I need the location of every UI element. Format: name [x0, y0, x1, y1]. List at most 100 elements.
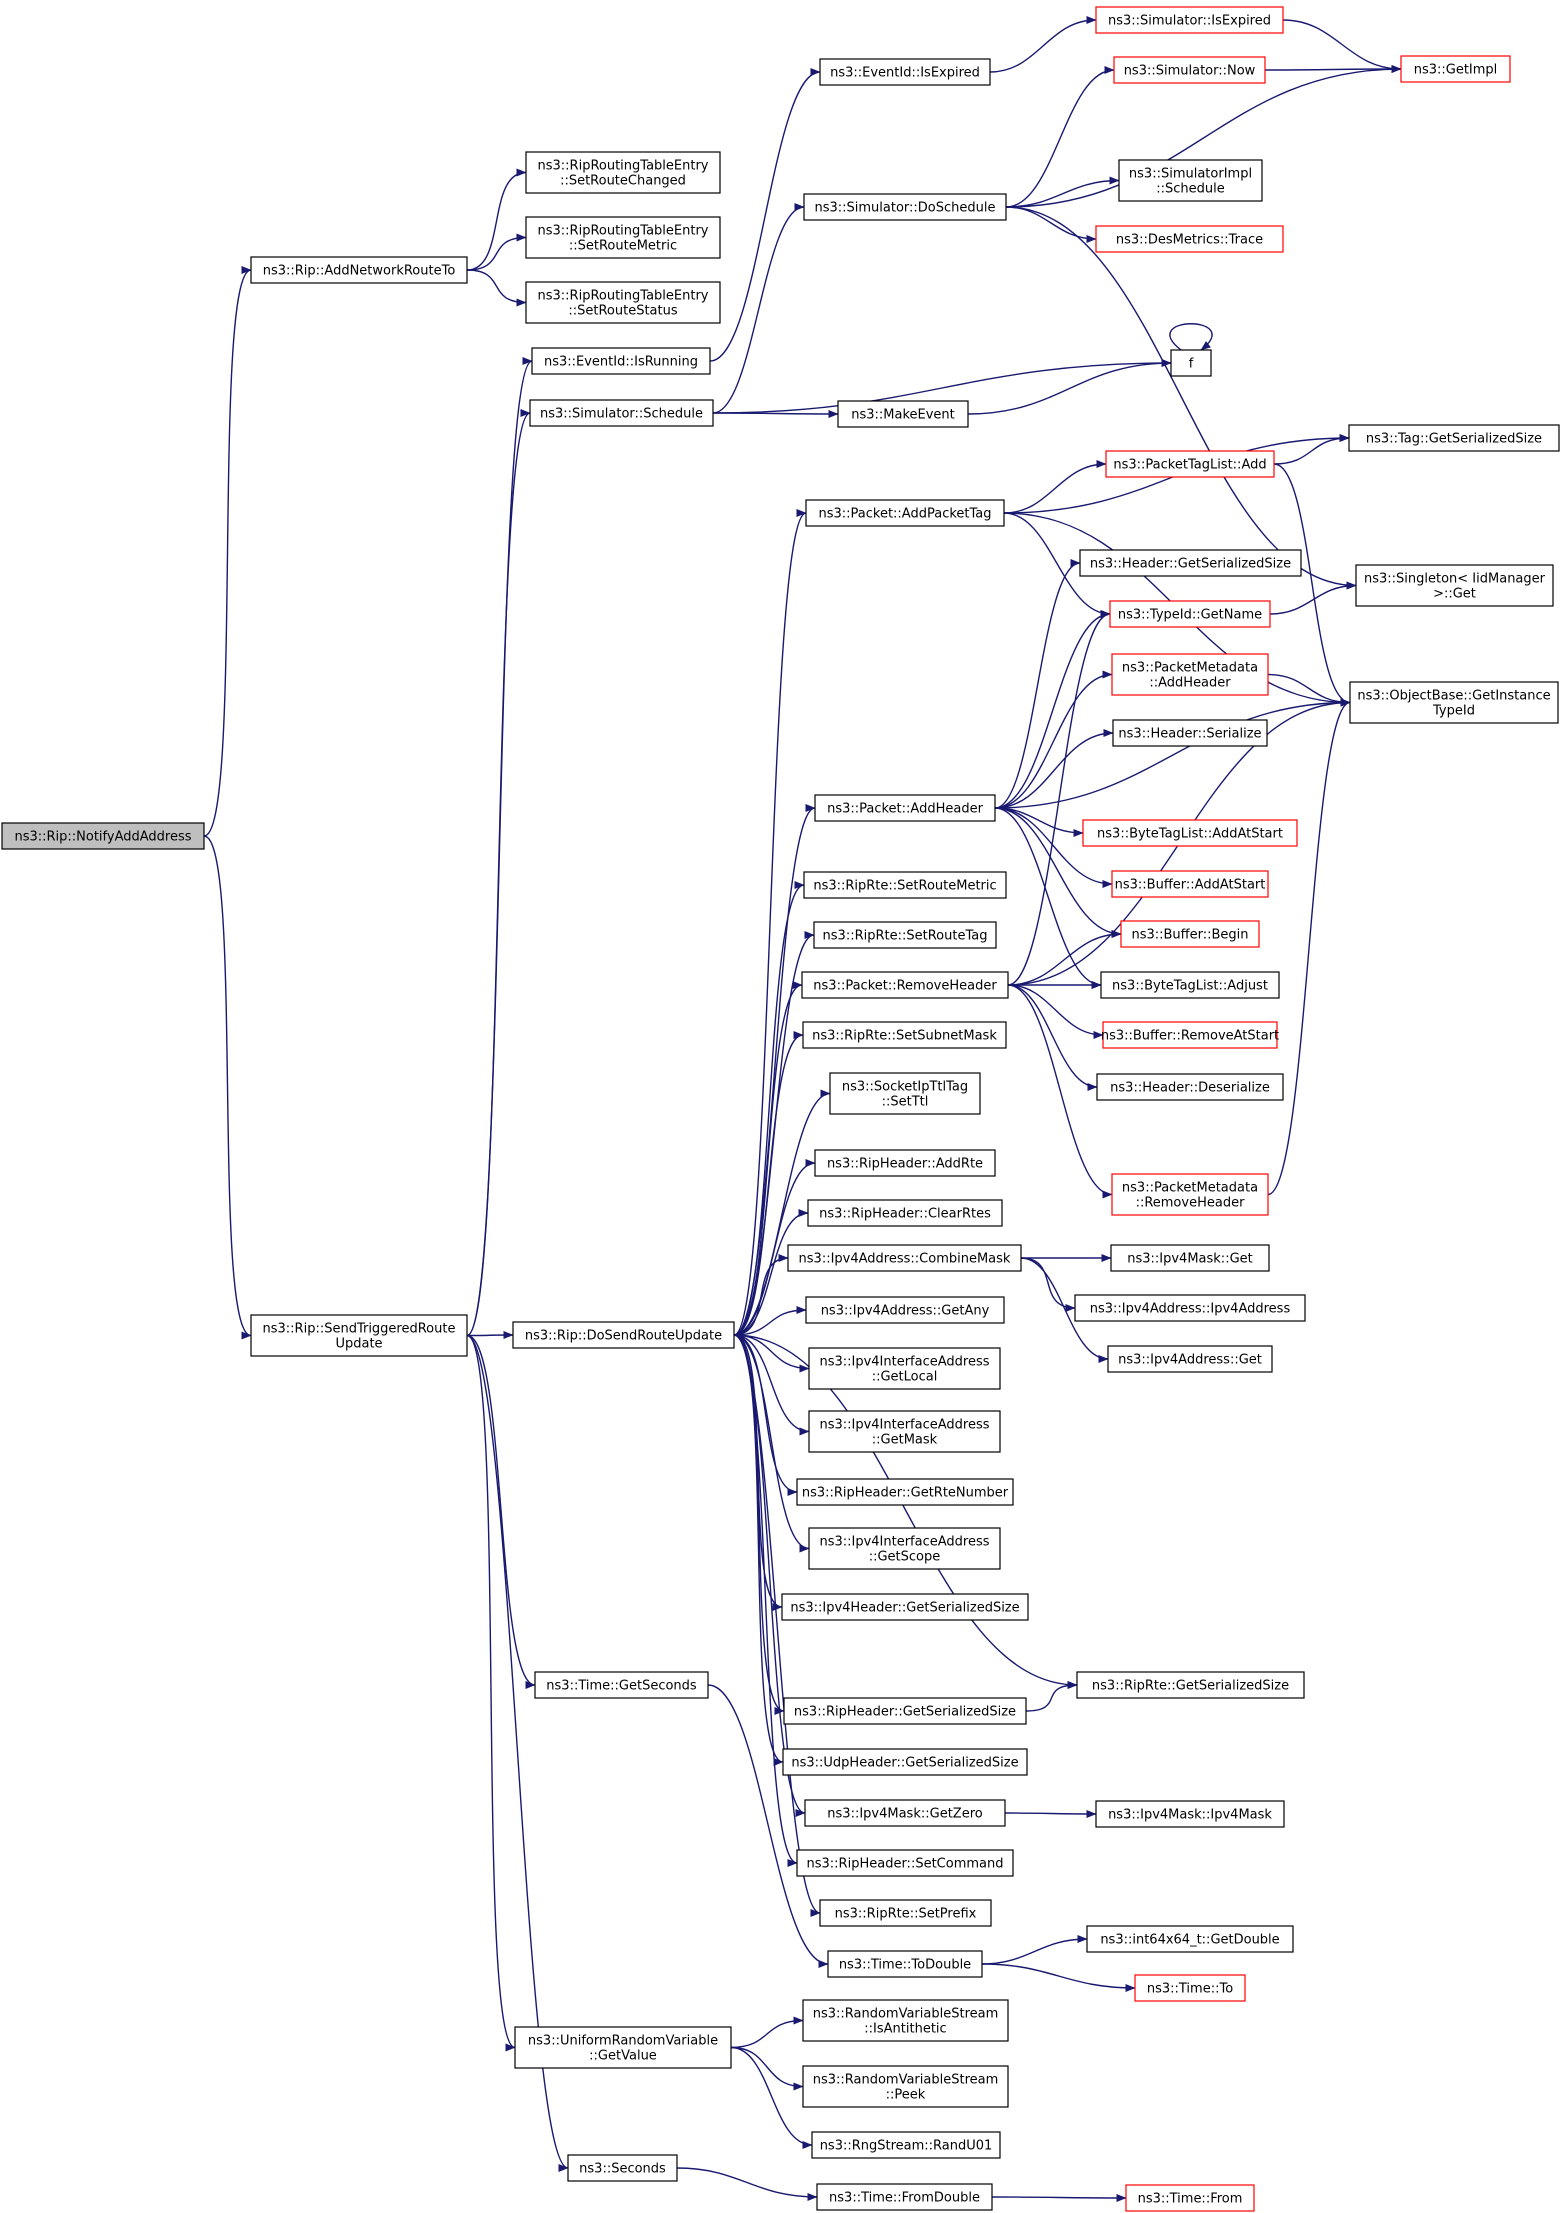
node-getzero[interactable]: ns3::Ipv4Mask::GetZero — [804, 1799, 1006, 1827]
edge-simnow-to-getimpl — [1264, 65, 1402, 74]
node-box — [1076, 1671, 1305, 1699]
node-setcommand[interactable]: ns3::RipHeader::SetCommand — [796, 1849, 1014, 1877]
node-simnow[interactable]: ns3::Simulator::Now — [1113, 56, 1266, 84]
node-todouble[interactable]: ns3::Time::ToDouble — [827, 1950, 983, 1978]
node-hdrsize[interactable]: ns3::Header::GetSerializedSize — [1079, 549, 1302, 577]
node-getany[interactable]: ns3::Ipv4Address::GetAny — [805, 1296, 1005, 1324]
node-btladdstart[interactable]: ns3::ByteTagList::AddAtStart — [1082, 819, 1298, 847]
node-setprefix[interactable]: ns3::RipRte::SetPrefix — [819, 1899, 992, 1927]
node-timefrom[interactable]: ns3::Time::From — [1125, 2184, 1255, 2212]
node-dosched[interactable]: ns3::Simulator::DoSchedule — [803, 193, 1007, 221]
node-box — [1082, 819, 1298, 847]
node-addrte[interactable]: ns3::RipHeader::AddRte — [814, 1149, 996, 1177]
node-urvget[interactable]: ns3::UniformRandomVariable::GetValue — [514, 2026, 732, 2069]
node-seconds[interactable]: ns3::Seconds — [567, 2154, 678, 2182]
node-riphdrsize[interactable]: ns3::RipHeader::GetSerializedSize — [783, 1697, 1027, 1725]
node-ipv4hdrsize[interactable]: ns3::Ipv4Header::GetSerializedSize — [781, 1593, 1029, 1621]
node-box — [1095, 225, 1284, 253]
node-singleton[interactable]: ns3::Singleton< IidManager >::Get — [1355, 564, 1554, 607]
node-setsubnet[interactable]: ns3::RipRte::SetSubnetMask — [802, 1021, 1007, 1049]
node-getlocal[interactable]: ns3::Ipv4InterfaceAddress::GetLocal — [808, 1347, 1001, 1390]
node-clearrtes[interactable]: ns3::RipHeader::ClearRtes — [807, 1199, 1003, 1227]
node-randu01[interactable]: ns3::RngStream::RandU01 — [811, 2131, 1001, 2159]
node-box — [1102, 1021, 1278, 1049]
node-box — [1112, 719, 1268, 747]
edge-removeheader-to-bufremstart — [1007, 984, 1104, 1039]
node-box — [1110, 1244, 1270, 1272]
edge-sendtrig-to-seconds — [466, 1334, 569, 2172]
node-removeheader[interactable]: ns3::Packet::RemoveHeader — [801, 971, 1009, 999]
node-maskget[interactable]: ns3::Ipv4Mask::Get — [1110, 1244, 1270, 1272]
node-getname[interactable]: ns3::TypeId::GetName — [1109, 600, 1271, 628]
node-getseconds[interactable]: ns3::Time::GetSeconds — [534, 1671, 709, 1699]
edge-removeheader-to-hdrdeser — [1007, 984, 1098, 1091]
node-addpkttag[interactable]: ns3::Packet::AddPacketTag — [805, 499, 1005, 527]
node-box — [1095, 1800, 1285, 1828]
node-simexpired[interactable]: ns3::Simulator::IsExpired — [1095, 6, 1284, 34]
node-rtenumber[interactable]: ns3::RipHeader::GetRteNumber — [796, 1478, 1014, 1506]
edge-makeevent-to-f — [967, 359, 1172, 415]
node-addheader[interactable]: ns3::Packet::AddHeader — [814, 794, 996, 822]
edge-dosend-to-clearrtes — [733, 1209, 809, 1336]
node-addnet[interactable]: ns3::Rip::AddNetworkRouteTo — [250, 256, 468, 284]
node-setroutetag[interactable]: ns3::RipRte::SetRouteTag — [813, 921, 997, 949]
node-combinemask[interactable]: ns3::Ipv4Address::CombineMask — [787, 1244, 1022, 1272]
node-setttl[interactable]: ns3::SocketIpTtlTag::SetTtl — [829, 1072, 981, 1115]
node-getmask[interactable]: ns3::Ipv4InterfaceAddress::GetMask — [808, 1410, 1001, 1453]
node-pmremhdr[interactable]: ns3::PacketMetadata::RemoveHeader — [1111, 1173, 1269, 1216]
node-bufbegin[interactable]: ns3::Buffer::Begin — [1120, 920, 1260, 948]
node-box — [796, 1849, 1014, 1877]
node-label: ns3::Ipv4Address::Get — [1118, 1353, 1262, 1368]
node-pmaddhdr[interactable]: ns3::PacketMetadata::AddHeader — [1111, 653, 1269, 696]
edge-dosend-to-getscope — [733, 1334, 810, 1553]
node-setchanged[interactable]: ns3::RipRoutingTableEntry::SetRouteChang… — [525, 151, 721, 194]
node-maskctor[interactable]: ns3::Ipv4Mask::Ipv4Mask — [1095, 1800, 1285, 1828]
node-implsched[interactable]: ns3::SimulatorImpl::Schedule — [1118, 159, 1263, 202]
node-timeto[interactable]: ns3::Time::To — [1134, 1974, 1246, 2002]
node-bufaddstart[interactable]: ns3::Buffer::AddAtStart — [1111, 870, 1269, 898]
edge-todouble-to-getdouble — [981, 1935, 1088, 1965]
node-label: ns3::ObjectBase::GetInstance — [1357, 689, 1550, 704]
node-addrget[interactable]: ns3::Ipv4Address::Get — [1107, 1345, 1273, 1373]
node-evexpired[interactable]: ns3::EventId::IsExpired — [819, 58, 991, 86]
node-tagsize[interactable]: ns3::Tag::GetSerializedSize — [1348, 424, 1560, 452]
node-bufremstart[interactable]: ns3::Buffer::RemoveAtStart — [1101, 1021, 1279, 1049]
edge-dosend-to-getzero — [733, 1334, 806, 1817]
node-btladjust[interactable]: ns3::ByteTagList::Adjust — [1100, 971, 1280, 999]
node-label: ns3::Ipv4Address::GetAny — [821, 1304, 990, 1319]
node-notify[interactable]: ns3::Rip::NotifyAddAddress — [1, 822, 205, 850]
node-hdrser[interactable]: ns3::Header::Serialize — [1112, 719, 1268, 747]
node-fromdouble[interactable]: ns3::Time::FromDouble — [816, 2183, 993, 2211]
node-setmetricE[interactable]: ns3::RipRoutingTableEntry::SetRouteMetri… — [525, 216, 721, 259]
node-ipv4addrctor[interactable]: ns3::Ipv4Address::Ipv4Address — [1074, 1294, 1306, 1322]
node-riprtesize[interactable]: ns3::RipRte::GetSerializedSize — [1076, 1671, 1305, 1699]
edge-dosched-to-simnow — [1005, 66, 1115, 208]
node-getdouble[interactable]: ns3::int64x64_t::GetDouble — [1086, 1925, 1294, 1953]
node-udphdrsize[interactable]: ns3::UdpHeader::GetSerializedSize — [782, 1748, 1028, 1776]
node-makeevent[interactable]: ns3::MakeEvent — [837, 400, 969, 428]
node-label: ns3::Rip::DoSendRouteUpdate — [525, 1329, 722, 1344]
node-f[interactable]: f — [1170, 349, 1212, 377]
node-ptladd[interactable]: ns3::PacketTagList::Add — [1105, 450, 1275, 478]
node-isanti[interactable]: ns3::RandomVariableStream::IsAntithetic — [802, 1999, 1009, 2042]
node-setroutemetric[interactable]: ns3::RipRte::SetRouteMetric — [803, 871, 1007, 899]
node-destrace[interactable]: ns3::DesMetrics::Trace — [1095, 225, 1284, 253]
node-label: ns3::int64x64_t::GetDouble — [1100, 1933, 1279, 1948]
node-label: ns3::RipHeader::ClearRtes — [819, 1207, 991, 1222]
node-box — [1118, 159, 1263, 202]
node-setstatus[interactable]: ns3::RipRoutingTableEntry::SetRouteStatu… — [525, 281, 721, 324]
node-isrunning[interactable]: ns3::EventId::IsRunning — [531, 347, 711, 375]
node-label: ns3::DesMetrics::Trace — [1116, 233, 1263, 248]
node-box — [1079, 549, 1302, 577]
node-schedule[interactable]: ns3::Simulator::Schedule — [529, 399, 714, 427]
node-label: ns3::Header::GetSerializedSize — [1090, 557, 1291, 572]
edge-dosend-to-addpkttag — [733, 509, 807, 1336]
node-dosend[interactable]: ns3::Rip::DoSendRouteUpdate — [512, 1321, 735, 1349]
node-hdrdeser[interactable]: ns3::Header::Deserialize — [1096, 1073, 1284, 1101]
node-getimpl[interactable]: ns3::GetImpl — [1400, 55, 1511, 83]
node-box — [250, 256, 468, 284]
node-getscope[interactable]: ns3::Ipv4InterfaceAddress::GetScope — [808, 1527, 1001, 1570]
node-peek[interactable]: ns3::RandomVariableStream::Peek — [802, 2065, 1009, 2108]
